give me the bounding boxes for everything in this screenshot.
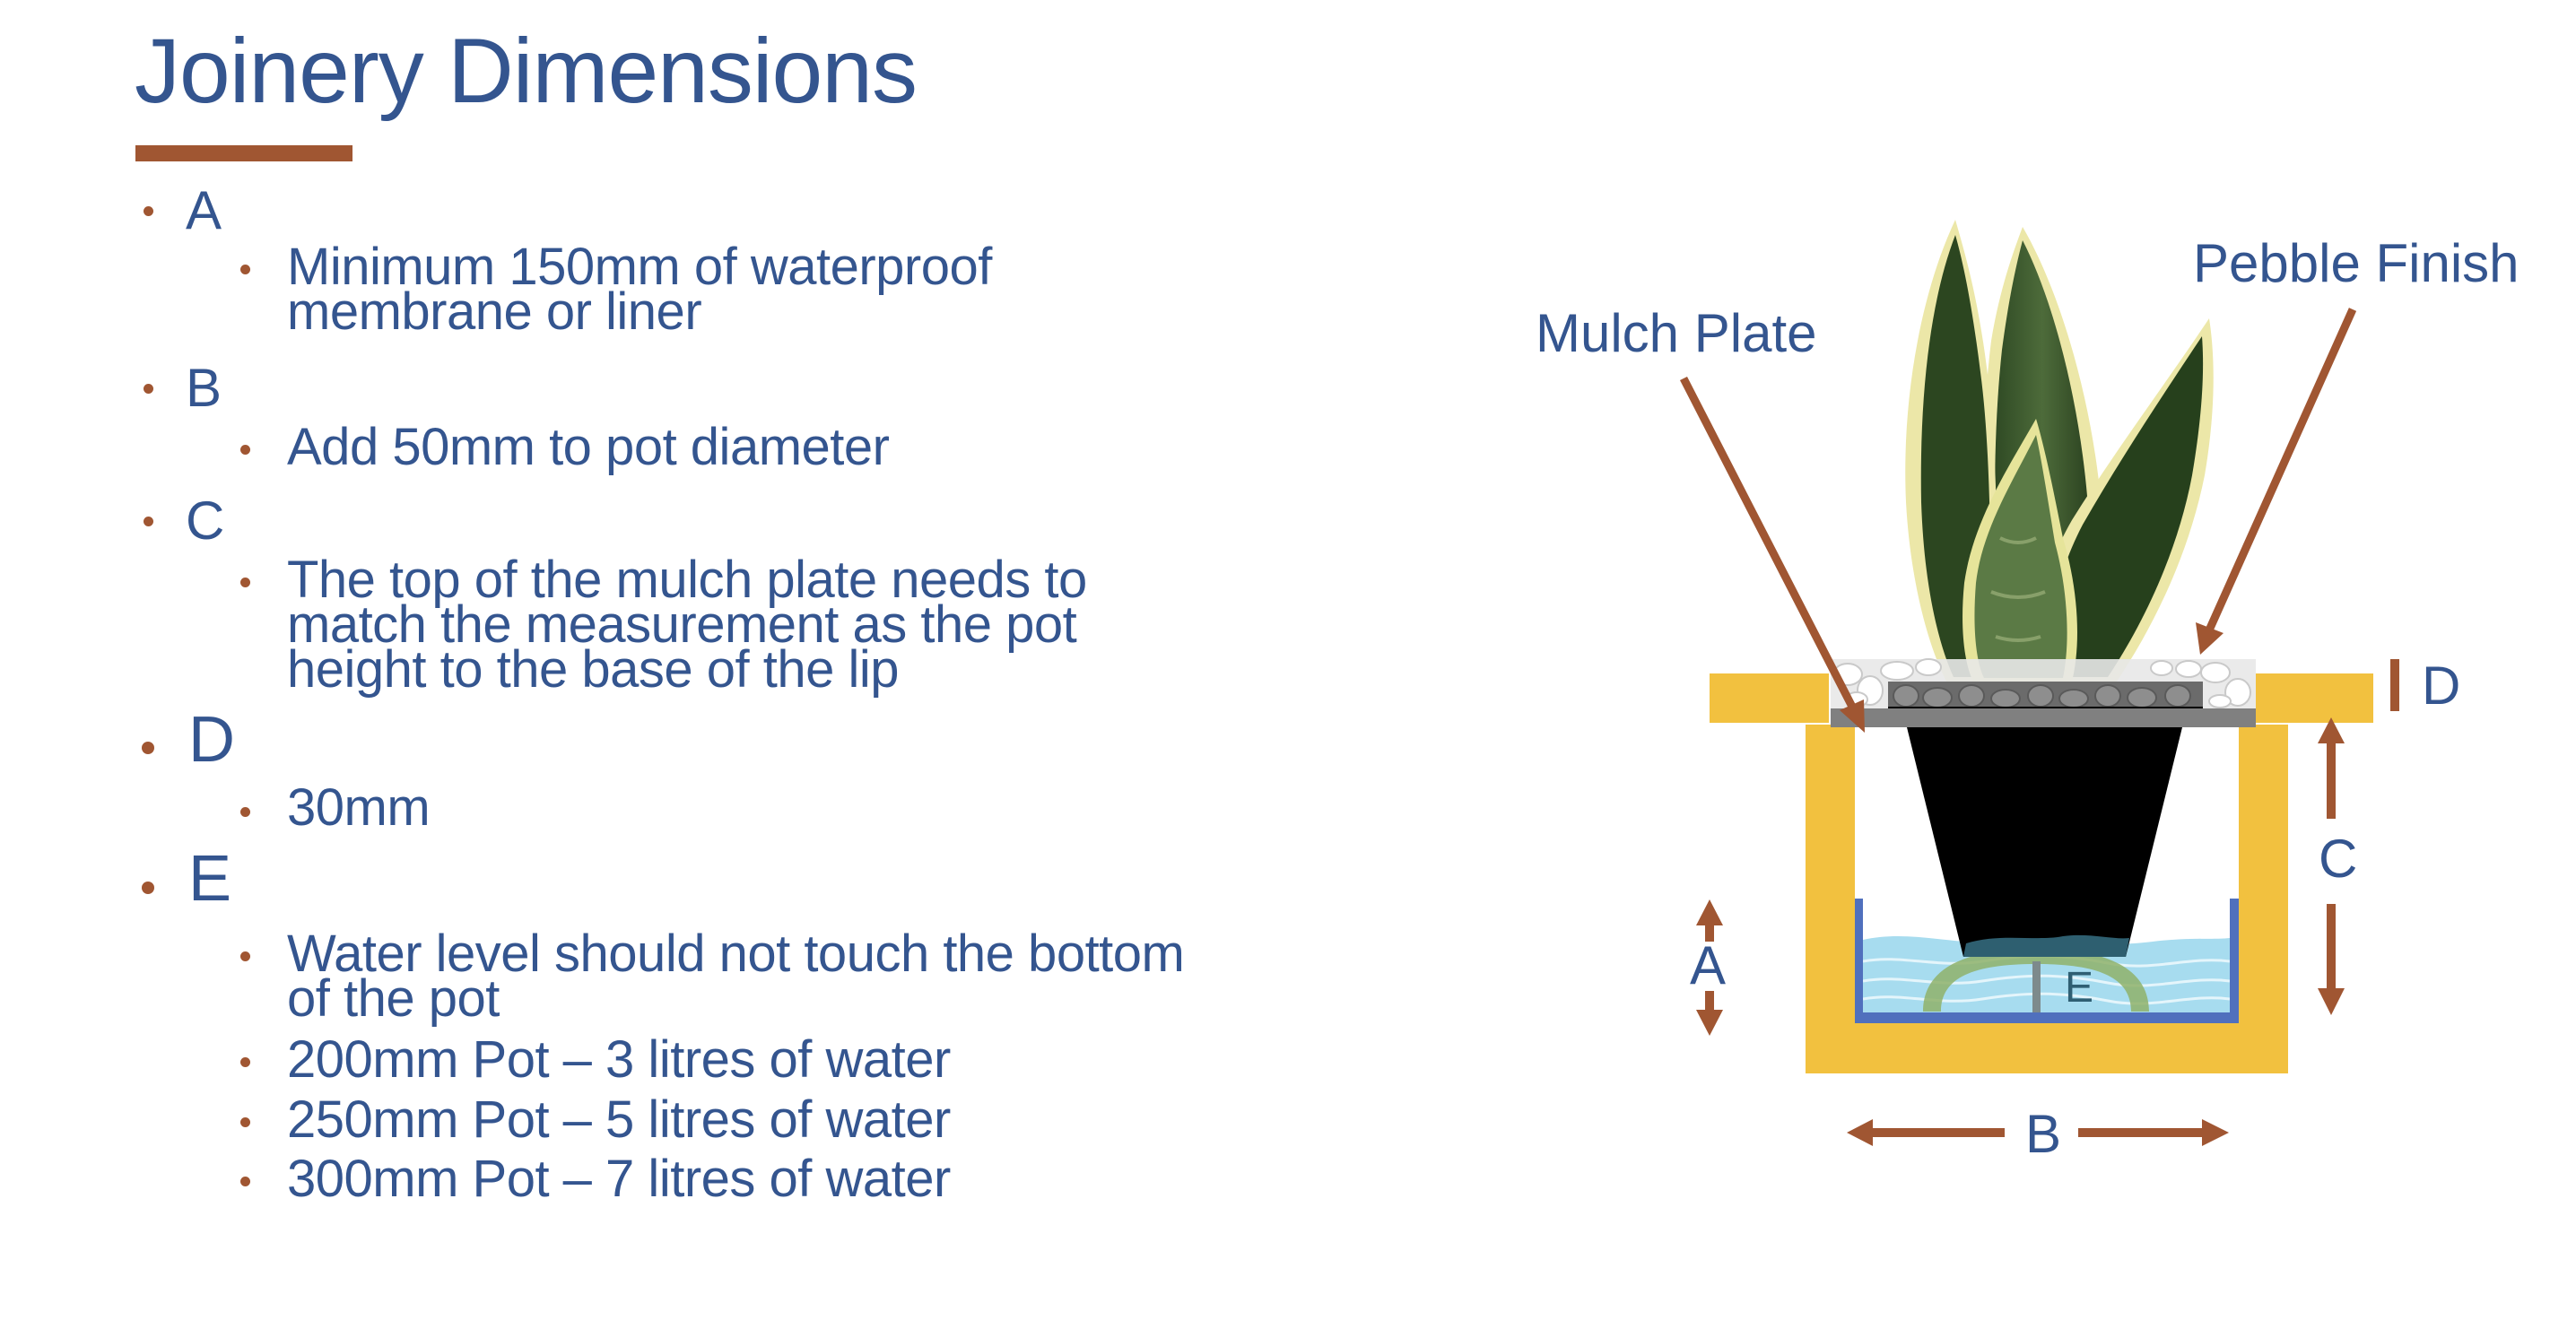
bullet-icon (144, 517, 153, 526)
callout-mulch-plate: Mulch Plate (1536, 303, 1816, 363)
spec-detail: The top of the mulch plate needs to matc… (287, 551, 1087, 699)
base (1806, 1023, 2288, 1073)
mulch-plate-callout-arrow (1679, 376, 1865, 733)
spec-label: D (188, 704, 235, 776)
waterproof-liner (1855, 899, 2239, 1023)
dimension-label-c: C (2319, 829, 2357, 889)
bullet-icon (240, 265, 250, 274)
water-gap-marker (2032, 961, 2041, 1012)
dimension-d-tick (2390, 659, 2399, 711)
plant-pot (1907, 727, 2182, 957)
dimension-label-e: E (2065, 964, 2093, 1012)
bullet-icon (144, 206, 153, 216)
callout-pebble-finish: Pebble Finish (2193, 233, 2519, 293)
spec-detail: 300mm Pot – 7 litres of water (287, 1150, 951, 1208)
right-lip (2256, 673, 2373, 723)
dimension-c-arrow (2318, 717, 2345, 1015)
pebble-finish-callout-arrow (2196, 308, 2357, 655)
pot-water-tint (1963, 934, 2129, 957)
spec-label: C (186, 491, 225, 551)
spec-detail: Add 50mm to pot diameter (287, 418, 890, 476)
left-lip (1710, 673, 1829, 723)
spec-detail: 30mm (287, 778, 431, 837)
bullet-icon (240, 445, 250, 455)
dimension-a-arrow (1696, 899, 1723, 1036)
spec-label: E (188, 843, 232, 915)
left-wall (1806, 725, 1855, 1073)
spec-detail: Minimum 150mm of waterproof membrane or … (287, 238, 992, 341)
dimension-b-arrow (1847, 1119, 2229, 1146)
pebble-finish (1831, 658, 2256, 709)
spec-detail: Water level should not touch the bottom … (287, 925, 1185, 1028)
bullet-icon (240, 1177, 250, 1186)
bullet-icon (142, 742, 154, 754)
spec-label: A (186, 180, 222, 240)
bullet-icon (144, 384, 153, 394)
slide-title: Joinery Dimensions (135, 20, 918, 122)
dimension-label-d: D (2422, 656, 2460, 716)
bullet-icon (240, 951, 250, 961)
bullet-icon (240, 1057, 250, 1067)
mulch-plate (1831, 708, 2256, 727)
snake-plant-illustration (1905, 220, 2214, 682)
spec-label: B (186, 358, 222, 418)
bullet-icon (240, 1117, 250, 1127)
spec-detail: 200mm Pot – 3 litres of water (287, 1030, 951, 1089)
bullet-icon (240, 578, 250, 587)
bullet-icon (142, 882, 154, 894)
right-wall (2239, 725, 2288, 1073)
title-accent-bar (135, 145, 352, 161)
wicking-root-arch (1923, 949, 2149, 1012)
spec-detail: 250mm Pot – 5 litres of water (287, 1090, 951, 1149)
joinery-box (1710, 673, 2373, 1073)
bullet-icon (240, 807, 250, 817)
dimension-label-a: A (1690, 935, 1726, 995)
dimension-label-b: B (2025, 1104, 2061, 1164)
